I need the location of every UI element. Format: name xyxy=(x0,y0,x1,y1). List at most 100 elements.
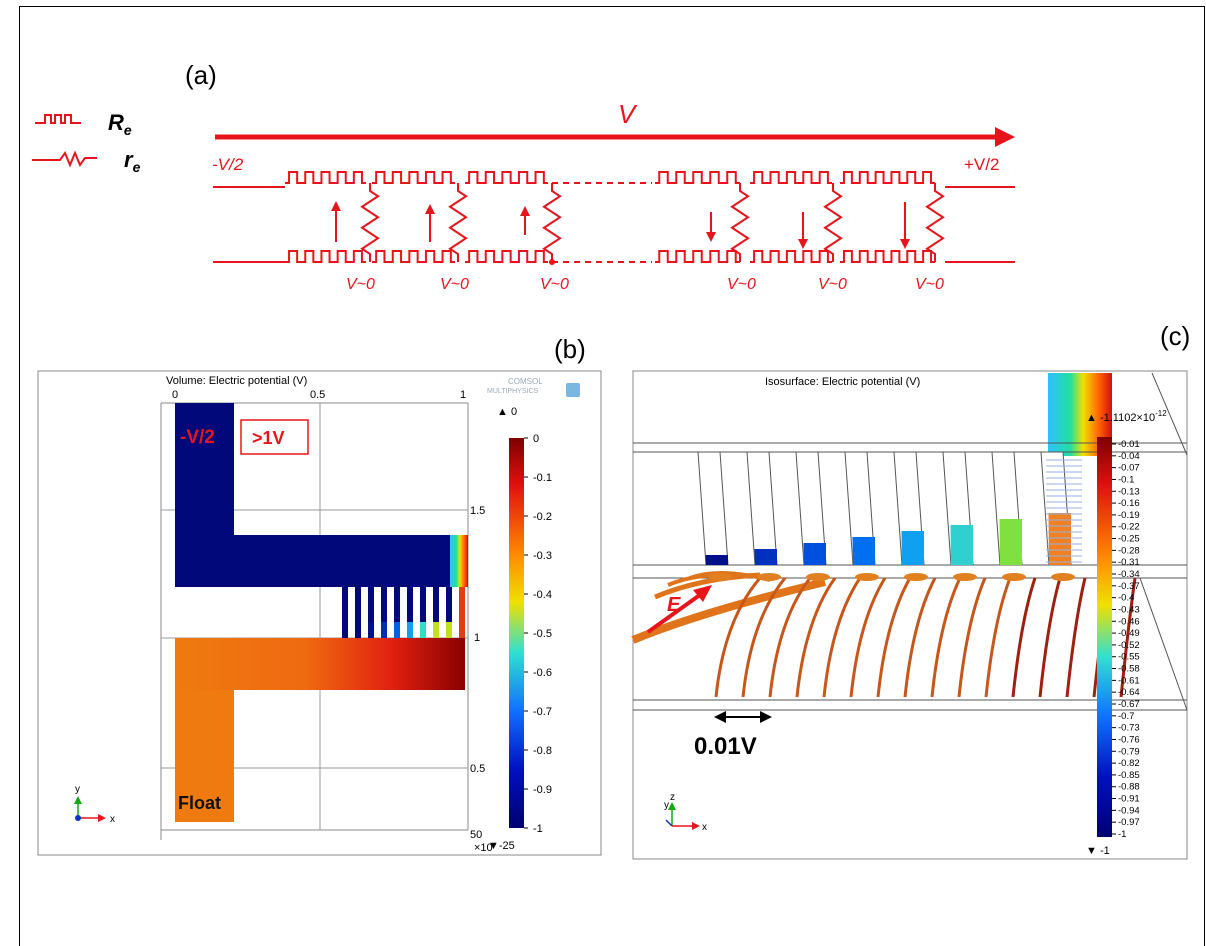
shunt-resistor xyxy=(360,183,380,262)
scale-bar-head-left xyxy=(714,711,726,723)
panel-c-title: Isosurface: Electric potential (V) xyxy=(765,376,920,388)
isosurface-blob xyxy=(904,573,928,581)
panel-c-label: (c) xyxy=(1160,321,1190,351)
watermark-line-2: MULTIPHYSICS xyxy=(487,388,539,395)
colorbar-tick-label: -0.01 xyxy=(1118,439,1140,450)
isosurface-blob xyxy=(1002,573,1026,581)
colorbar-tick-label: -0.52 xyxy=(1118,640,1140,651)
finger xyxy=(407,587,413,638)
watermark-line-1: COMSOL xyxy=(1112,382,1142,389)
axis-triad-y-label: y xyxy=(664,800,669,811)
colorbar-tick-label: -0.97 xyxy=(1118,817,1140,828)
colorbar-tick-label: -0.5 xyxy=(533,628,552,640)
axis-triad-z-head xyxy=(668,802,676,810)
colorbar-tick-label: -0.2 xyxy=(533,511,552,523)
finger-tip xyxy=(433,622,439,638)
shunt-resistor xyxy=(448,183,468,262)
isosurface-ribbon xyxy=(1038,577,1062,698)
isosurface-blob xyxy=(1051,573,1075,581)
axis-triad-y xyxy=(665,819,673,827)
finger-tip xyxy=(446,622,452,638)
colorbar-tick-label: -0.85 xyxy=(1118,770,1140,781)
isosurface-blob xyxy=(806,573,830,581)
isosurface-ribbon xyxy=(957,577,987,698)
legend-r-label: re xyxy=(124,147,141,175)
finger-3d-tip xyxy=(852,537,875,565)
colorbar-tick-label: -1 xyxy=(533,823,543,835)
colorbar-tick-label: -0.49 xyxy=(1118,628,1140,639)
node-label: V~0 xyxy=(440,276,469,293)
annot-negative-half-v: -V/2 xyxy=(180,427,215,448)
isosurface-ribbon xyxy=(768,577,812,698)
panel-b-colorbar xyxy=(509,438,524,828)
isosurface-ribbon xyxy=(876,577,912,698)
shunt-resistor xyxy=(823,183,843,262)
electrode-fingers-3d xyxy=(697,451,1082,566)
electrode-fingers xyxy=(342,587,465,638)
series-resistor-top xyxy=(372,171,455,184)
min-marker: ▼ -1 xyxy=(1086,845,1110,857)
outline-line xyxy=(1151,372,1188,456)
isosurface-blob xyxy=(708,573,732,581)
colorbar-tick-label: -0.79 xyxy=(1118,746,1140,757)
colorbar-tick-label: -0.55 xyxy=(1118,652,1140,663)
isosurface-ribbon xyxy=(849,577,887,698)
colorbar-tick-label: -0.22 xyxy=(1118,522,1140,533)
node-label: V~0 xyxy=(540,276,569,293)
colorbar-tick-label: -0.88 xyxy=(1118,782,1140,793)
colorbar-tick-label: -0.13 xyxy=(1118,486,1140,497)
series-resistor-bottom xyxy=(655,250,740,263)
right-potential-label: +V/2 xyxy=(964,155,999,174)
finger xyxy=(459,587,465,638)
finger xyxy=(355,587,361,638)
finger-tip xyxy=(420,622,426,638)
panel-b-title: Volume: Electric potential (V) xyxy=(166,375,307,387)
isosurface-blob xyxy=(855,573,879,581)
node-label: V~0 xyxy=(346,276,375,293)
outline-line xyxy=(1139,577,1188,711)
isosurface-ribbons xyxy=(631,571,1137,698)
finger xyxy=(394,587,400,638)
series-resistor-top xyxy=(655,171,740,184)
series-resistor-top xyxy=(465,171,548,184)
x-tick: 1 xyxy=(460,389,466,401)
square-resistor-symbol xyxy=(35,114,81,124)
colorbar-tick-label: -0.07 xyxy=(1118,463,1140,474)
min-marker: ▼-25 xyxy=(488,840,515,852)
isosurface-blob xyxy=(953,573,977,581)
colorbar-tick-label: -0.64 xyxy=(1118,687,1140,698)
node-labels: V~0 V~0 V~0 V~0 V~0 V~0 xyxy=(346,276,944,293)
panel-c-3d-isosurface: (c) Isosurface: Electric potential (V) C… xyxy=(631,321,1190,860)
colorbar-tick-label: -0.9 xyxy=(533,784,552,796)
isosurface-ribbon xyxy=(1119,577,1137,698)
annot-float: Float xyxy=(178,793,221,813)
shunt-resistor xyxy=(730,183,750,262)
colorbar-tick-label: -0.04 xyxy=(1118,451,1140,462)
colorbar-tick-label: -0.46 xyxy=(1118,616,1140,627)
finger-3d-tip xyxy=(950,525,973,565)
axis-triad-y-label: y xyxy=(75,784,80,795)
isosurface-ribbon xyxy=(741,577,787,698)
finger-3d-tip xyxy=(1048,513,1071,565)
series-resistor-bottom xyxy=(750,250,832,263)
bottom-electrode xyxy=(175,638,465,822)
x-tick: 0 xyxy=(172,389,178,401)
top-slab xyxy=(1048,373,1112,456)
scale-bar-label: 0.01V xyxy=(694,733,757,760)
panel-a-label: (a) xyxy=(185,60,217,90)
colorbar-tick-label: -0.91 xyxy=(1118,794,1140,805)
isosurface-ribbon xyxy=(984,577,1012,698)
colorbar-tick-label: -0.34 xyxy=(1118,569,1140,580)
colorbar-tick-label: -0.31 xyxy=(1118,557,1140,568)
colorbar-tick-label: -0.3 xyxy=(533,550,552,562)
exponent-label: ×10 xyxy=(474,842,493,854)
shunt-resistor xyxy=(542,183,562,262)
zigzag-resistor-symbol xyxy=(32,150,97,168)
series-resistor-bottom xyxy=(372,250,455,263)
x-tick: 0.5 xyxy=(310,389,325,401)
isosurface-ribbon xyxy=(930,577,962,698)
panel-b-2d-potential: (b) Volume: Electric potential (V) COMSO… xyxy=(37,334,602,856)
node-label: V~0 xyxy=(915,276,944,293)
finger xyxy=(342,587,348,638)
panel-c-colorbar xyxy=(1097,437,1112,837)
